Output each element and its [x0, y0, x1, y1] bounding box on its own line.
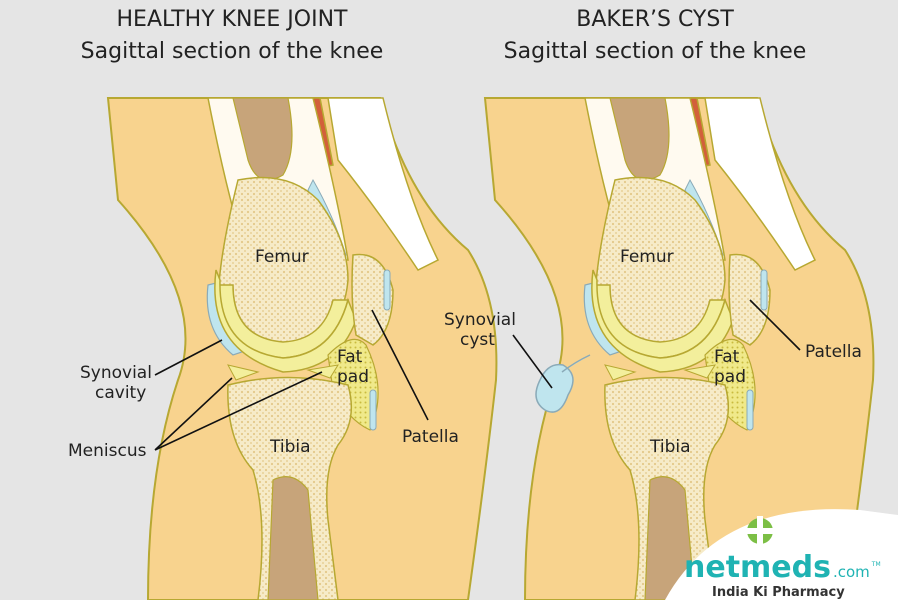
label-synovial-cavity-2: cavity: [95, 383, 146, 403]
label-femur-2: Femur: [620, 247, 674, 267]
label-tibia: Tibia: [269, 437, 311, 457]
plus-icon: [745, 516, 775, 546]
label-tibia-2: Tibia: [649, 437, 691, 457]
logo-tagline: India Ki Pharmacy: [712, 585, 845, 600]
synovial-cyst-shape: [535, 354, 591, 413]
label-meniscus: Meniscus: [68, 441, 147, 461]
logo-suffix: .com: [833, 563, 870, 581]
label-synovial-cavity-1: Synovial: [80, 363, 152, 383]
label-synovial-cyst-1: Synovial: [444, 310, 516, 330]
panel-1-subtitle: Sagittal section of the knee: [81, 39, 384, 64]
logo-brand: netmeds: [684, 550, 831, 585]
label-femur: Femur: [255, 247, 309, 267]
panel-2-subtitle: Sagittal section of the knee: [504, 39, 807, 64]
label-fat-pad-2: pad: [337, 367, 369, 387]
label-fat-pad-2-1: Fat: [714, 347, 740, 367]
logo-tm: TM: [871, 561, 881, 568]
netmeds-logo: netmeds .com TM India Ki Pharmacy: [665, 509, 898, 600]
panel-1-title: HEALTHY KNEE JOINT: [117, 7, 349, 32]
label-synovial-cyst-2: cyst: [460, 330, 495, 350]
label-patella: Patella: [402, 427, 459, 447]
healthy-knee-illustration: [107, 97, 498, 600]
panel-2-title: BAKER’S CYST: [576, 7, 734, 32]
label-fat-pad-1: Fat: [337, 347, 363, 367]
label-fat-pad-2-2: pad: [714, 367, 746, 387]
label-patella-2: Patella: [805, 342, 862, 362]
